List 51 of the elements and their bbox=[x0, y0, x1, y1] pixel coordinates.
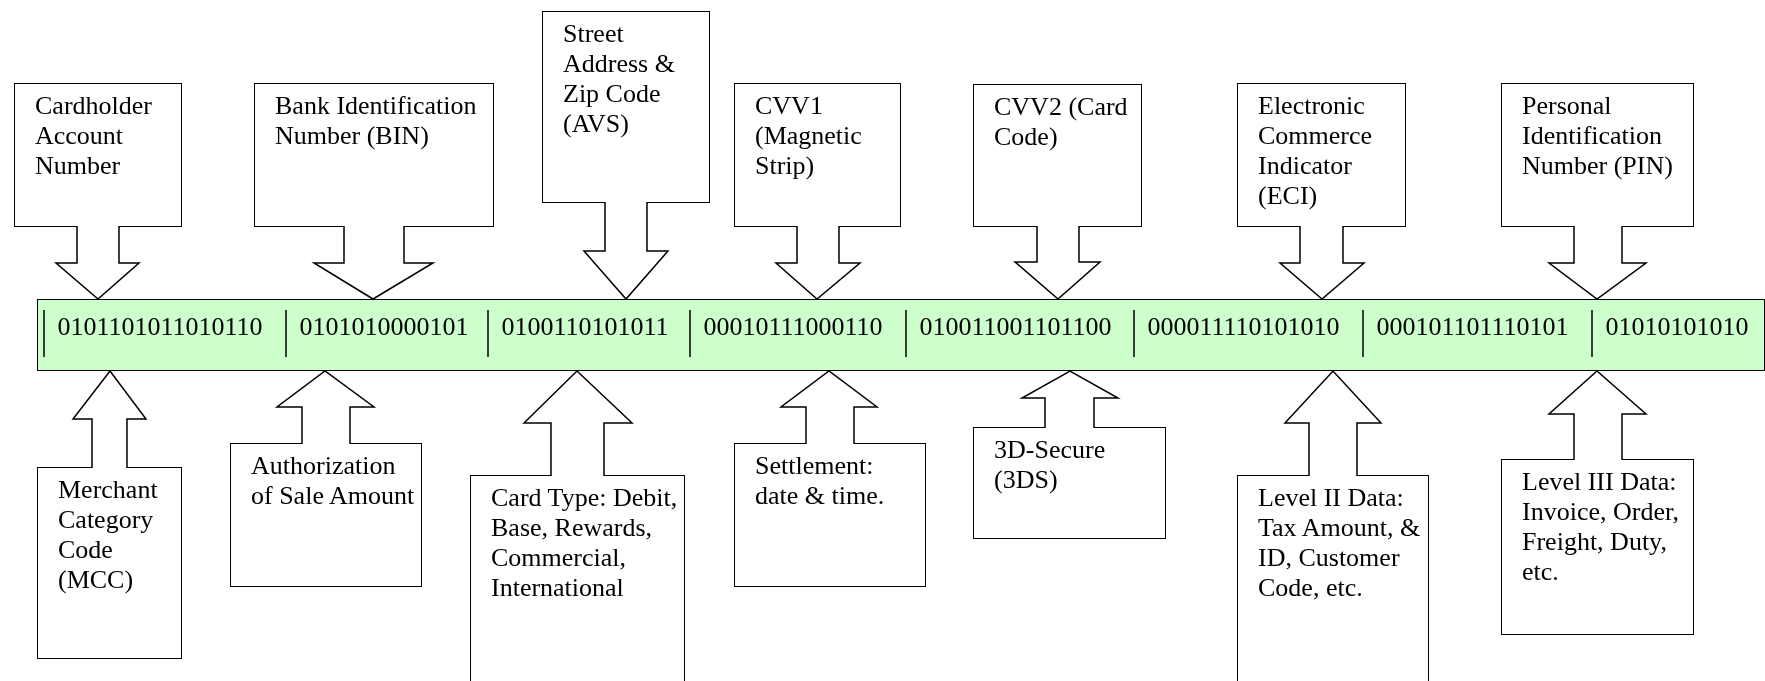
callout-box bbox=[1237, 475, 1429, 681]
block-arrow bbox=[274, 370, 377, 445]
bit-string: 0101010000101 bbox=[285, 300, 488, 369]
callout-box bbox=[734, 83, 901, 227]
block-arrow bbox=[1012, 225, 1102, 300]
bit-string: 000101101110101 bbox=[1362, 300, 1592, 369]
callout-text: CVV2 (Card Code) bbox=[994, 92, 1129, 152]
block-arrow bbox=[1283, 369, 1383, 477]
callout-box bbox=[37, 467, 182, 659]
callout-box bbox=[973, 84, 1142, 227]
callout-box bbox=[734, 443, 926, 587]
callout-box bbox=[542, 11, 710, 203]
callout-text: Merchant Category Code (MCC) bbox=[58, 475, 159, 595]
block-arrow bbox=[522, 369, 634, 477]
callout-text: 3D-Secure (3DS) bbox=[994, 435, 1107, 495]
callout-box bbox=[1237, 83, 1406, 227]
block-arrow bbox=[582, 201, 670, 301]
callout-text: Electronic Commerce Indicator (ECI) bbox=[1258, 91, 1374, 211]
callout-box bbox=[254, 83, 494, 227]
bit-string: 01010101010 bbox=[1591, 300, 1763, 369]
callout-box bbox=[14, 83, 182, 227]
callout-text: Authorization of Sale Amount bbox=[251, 451, 415, 511]
callout-box bbox=[973, 427, 1166, 539]
block-arrow bbox=[1546, 225, 1649, 300]
callout-text: Street Address & Zip Code (AVS) bbox=[563, 19, 676, 139]
callout-text: Personal Identification Number (PIN) bbox=[1522, 91, 1674, 181]
callout-box bbox=[1501, 83, 1694, 227]
callout-text: Bank Identification Number (BIN) bbox=[275, 91, 478, 151]
block-arrow bbox=[53, 225, 141, 300]
data-bar bbox=[37, 299, 1765, 371]
bit-string: 000011110101010 bbox=[1133, 300, 1363, 369]
callout-box bbox=[470, 475, 685, 681]
block-arrow bbox=[1277, 225, 1367, 300]
block-arrow bbox=[311, 225, 436, 300]
callout-text: Settlement: date & time. bbox=[755, 451, 886, 511]
bit-string: 0101101011010110 bbox=[43, 300, 286, 369]
bit-string: 0100110101011 bbox=[487, 300, 690, 369]
bit-string: 00010111000110 bbox=[689, 300, 906, 369]
callout-box bbox=[1501, 459, 1694, 635]
block-arrow bbox=[774, 225, 863, 300]
bit-string: 010011001101100 bbox=[905, 300, 1134, 369]
callout-text: Level II Data: Tax Amount, & ID, Customer Code, etc. bbox=[1258, 483, 1422, 603]
callout-text: Cardholder Account Number bbox=[35, 91, 153, 181]
callout-text: Card Type: Debit, Base, Rewards, Commercial, International bbox=[491, 483, 678, 603]
callout-text: Level III Data: Invoice, Order, Freight, Duty, etc. bbox=[1522, 467, 1681, 587]
callout-text: CVV1 (Magnetic Strip) bbox=[755, 91, 863, 181]
block-arrow bbox=[1547, 370, 1648, 461]
block-arrow bbox=[71, 369, 148, 469]
callout-box bbox=[230, 443, 422, 587]
block-arrow bbox=[778, 370, 880, 445]
block-arrow bbox=[1019, 370, 1121, 429]
